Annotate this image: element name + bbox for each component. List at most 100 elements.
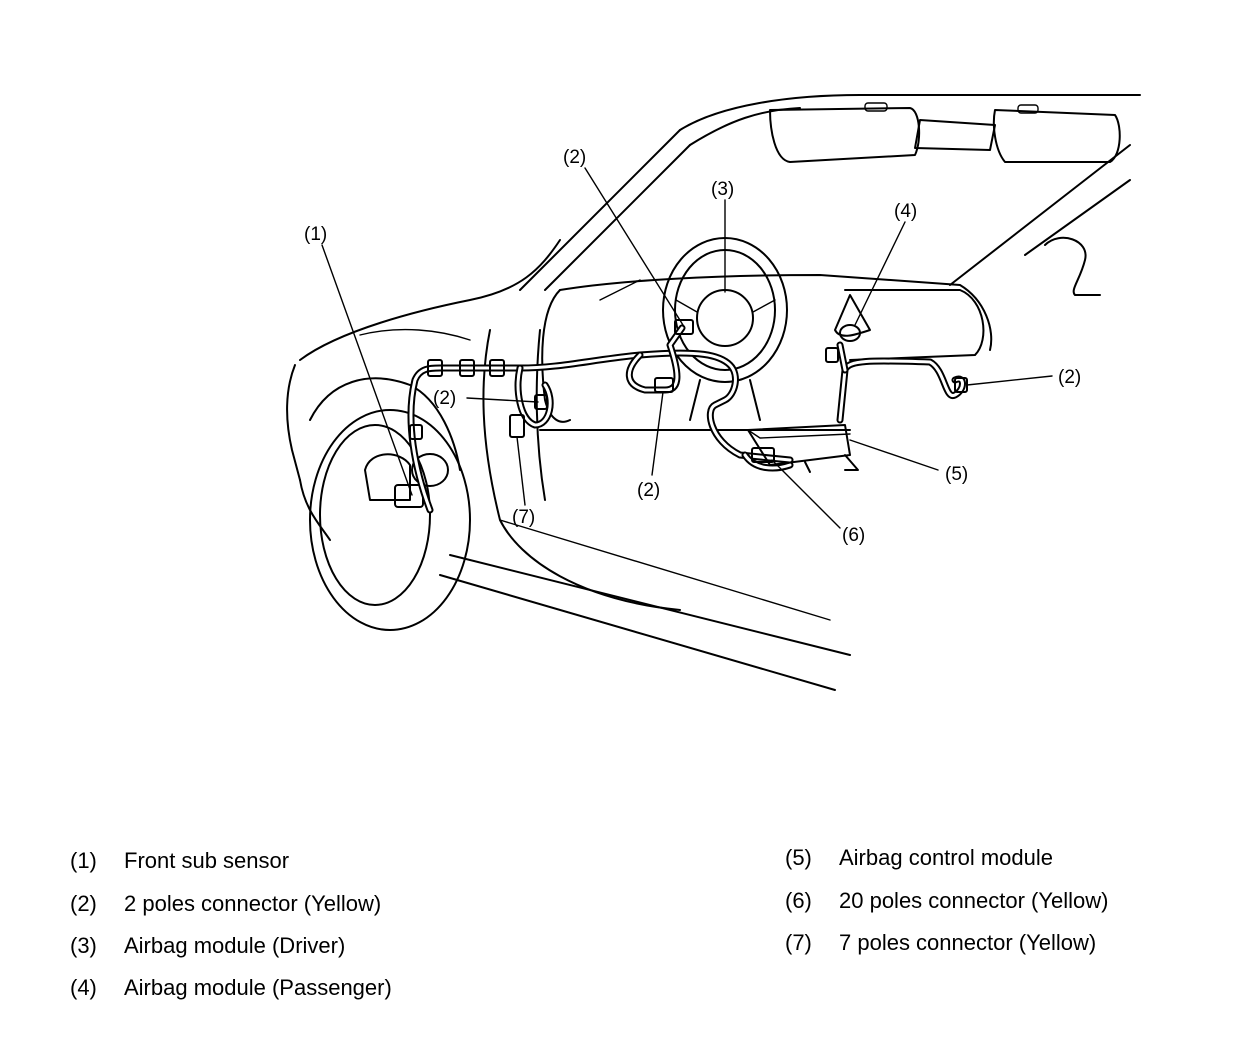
- connector-passenger-bag: [825, 347, 839, 363]
- harness-passenger-inner: [838, 359, 964, 422]
- sun-visor-right: [992, 109, 1121, 163]
- connector-7-poles: [509, 414, 525, 438]
- callout-1: (1): [304, 224, 327, 245]
- fender-outline: [286, 364, 301, 481]
- harness-to-module-inner: [743, 453, 792, 470]
- airbag-module-passenger: [834, 294, 871, 337]
- callout-2-bottom: (2): [637, 480, 660, 501]
- hood-crease: [359, 328, 471, 341]
- legend-item-1: (1) Front sub sensor: [70, 850, 520, 876]
- a-pillar-inner: [544, 144, 691, 291]
- legend-text: Airbag module (Passenger): [124, 975, 392, 1000]
- hub: [411, 453, 449, 487]
- legend-text: 7 poles connector (Yellow): [839, 930, 1097, 955]
- dash-top-line: [559, 274, 993, 351]
- harness-connectors: [409, 319, 968, 440]
- glovebox-outline: [844, 289, 985, 361]
- legend-item-7: (7) 7 poles connector (Yellow): [785, 932, 1235, 958]
- control-module-box: [747, 424, 851, 466]
- leader-lines: [321, 167, 1053, 529]
- callout-2-left: (2): [433, 388, 456, 409]
- passenger-airbag-connector: [839, 324, 861, 342]
- passenger-airbag: [834, 294, 871, 342]
- harness-passenger: [836, 357, 966, 424]
- legend-text: Airbag control module: [839, 845, 1054, 870]
- legend-num: (1): [70, 848, 97, 873]
- dash-center-crease: [599, 279, 641, 301]
- a-pillar-outer: [519, 129, 681, 291]
- brake-assembly: [364, 453, 411, 501]
- tire-inner: [319, 424, 431, 606]
- control-module-top: [747, 429, 851, 439]
- rear-view-mirror: [914, 119, 996, 151]
- legend-item-3: (3) Airbag module (Driver): [70, 935, 520, 961]
- b-pillar-line: [949, 144, 1131, 286]
- steering-spoke-right: [752, 299, 776, 313]
- callout-4: (4): [894, 201, 917, 222]
- callout-labels: (1) (2) (2) (2) (2) (3) (4) (5) (6) (7): [304, 147, 1081, 546]
- legend-item-6: (6) 20 poles connector (Yellow): [785, 890, 1235, 916]
- legend-text: Front sub sensor: [124, 848, 290, 873]
- legend-text: 20 poles connector (Yellow): [839, 888, 1109, 913]
- callout-3: (3): [711, 179, 734, 200]
- roof-line: [689, 107, 801, 146]
- legend-item-4: (4) Airbag module (Passenger): [70, 977, 520, 1003]
- connector-2-driver-top: [674, 319, 694, 335]
- airbag-control-module: [747, 424, 859, 473]
- sun-visors: [769, 102, 1121, 163]
- callout-5: (5): [945, 464, 968, 485]
- legend-num: (7): [785, 930, 812, 955]
- harness-clip-3: [489, 359, 505, 377]
- callout-7: (7): [512, 507, 535, 528]
- car-body-outline: [286, 94, 1141, 691]
- door-inner-edge: [535, 329, 546, 501]
- legend-item-5: (5) Airbag control module: [785, 847, 1235, 873]
- airbag-module-driver: [696, 289, 754, 347]
- sun-visor-left-clip: [864, 102, 888, 112]
- legend-item-2: (2) 2 poles connector (Yellow): [70, 893, 520, 919]
- leader-2a: [584, 167, 684, 326]
- harness-clip-1: [427, 359, 443, 377]
- door-sill-lower: [439, 574, 836, 691]
- harness-to-passenger-bag-inner: [838, 343, 847, 372]
- sun-visor-right-clip: [1017, 104, 1039, 114]
- legend-num: (6): [785, 888, 812, 913]
- wheel-arch: [309, 377, 461, 471]
- legend-text: Airbag module (Driver): [124, 933, 346, 958]
- callout-2-right: (2): [1058, 367, 1081, 388]
- door-front-edge: [482, 329, 681, 611]
- b-pillar-line-2: [1024, 179, 1131, 256]
- harness-clip-2: [459, 359, 475, 377]
- windshield-top: [679, 94, 1141, 131]
- leader-2d: [966, 375, 1053, 386]
- leader-2c: [651, 391, 664, 476]
- harness-left-loop-inner: [516, 366, 552, 427]
- leader-5: [849, 439, 939, 471]
- callout-2-top: (2): [563, 147, 586, 168]
- hood-line: [299, 239, 561, 361]
- front-wheel: [309, 377, 471, 631]
- callout-6: (6): [842, 525, 865, 546]
- legend-num: (2): [70, 891, 97, 916]
- leader-1: [321, 244, 413, 496]
- leader-2b: [466, 397, 539, 403]
- harness-clip-4: [409, 424, 423, 440]
- steering-spoke-left: [675, 299, 698, 313]
- control-module-feet: [804, 454, 859, 473]
- front-bumper: [299, 479, 331, 541]
- leader-6: [771, 459, 841, 529]
- legend-num: (4): [70, 975, 97, 1000]
- airbag-system-diagram: (1) (2) (2) (2) (2) (3) (4) (5) (6) (7): [286, 94, 1141, 691]
- harness-main-inner: [409, 351, 792, 512]
- legend-text: 2 poles connector (Yellow): [124, 891, 382, 916]
- harness-driver-loop-inner: [627, 326, 684, 392]
- wiring-harness: [407, 324, 966, 514]
- door-sill-upper: [449, 554, 851, 656]
- legend-num: (5): [785, 845, 812, 870]
- rear-door-handle: [1044, 236, 1101, 296]
- dashboard: [539, 274, 993, 431]
- leader-7: [516, 436, 526, 506]
- tire-outer: [309, 409, 471, 631]
- connector-2-driver-lower: [654, 377, 674, 393]
- leader-4: [854, 221, 906, 326]
